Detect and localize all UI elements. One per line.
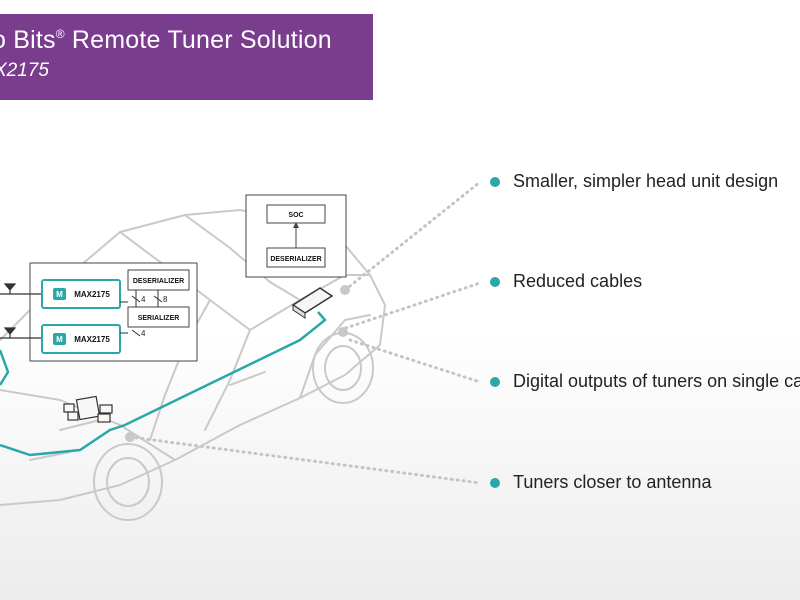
title-banner: o Bits® Remote Tuner Solution X2175 xyxy=(0,14,373,100)
max2175-chip-2 xyxy=(41,324,121,354)
bus-width-b: 8 xyxy=(163,295,168,304)
soc-label: SOC xyxy=(288,212,303,219)
leader-dot xyxy=(340,285,350,295)
title-text-main: o Bits xyxy=(0,26,56,54)
chip2-label: MAX2175 xyxy=(74,335,110,344)
slide-subtitle: X2175 xyxy=(0,60,49,81)
bullet-dot-icon xyxy=(490,477,500,488)
leader-lines xyxy=(128,180,482,485)
slide-title: o Bits® Remote Tuner Solution xyxy=(0,26,332,55)
maxim-logo-icon xyxy=(53,288,66,300)
tuner-module-block: M MAX2175 M MAX2175 DESERIALIZER SERIALI… xyxy=(0,262,198,362)
benefit-text: Reduced cables xyxy=(513,271,643,291)
deserializer-label: DESERIALIZER xyxy=(270,256,321,263)
bus-width-c: 4 xyxy=(141,329,146,338)
bus-width-a: 4 xyxy=(141,295,146,304)
bullet-dot-icon xyxy=(490,276,500,287)
tuner-module-device xyxy=(63,395,113,423)
bullet-dot-icon xyxy=(490,176,500,187)
svg-text:M: M xyxy=(56,335,63,344)
leader-dot xyxy=(125,432,135,442)
benefit-item: Reduced cables xyxy=(490,271,642,292)
head-unit-block: SOC DESERIALIZER xyxy=(245,194,347,278)
benefit-text: Tuners closer to antenna xyxy=(513,472,712,492)
serializer-label: SERIALIZER xyxy=(138,315,180,322)
svg-text:M: M xyxy=(56,290,63,299)
head-unit-device xyxy=(291,287,334,319)
deserializer-block xyxy=(266,247,326,268)
benefit-item: Digital outputs of tuners on single cabl… xyxy=(490,371,800,392)
title-text-rest: Remote Tuner Solution xyxy=(64,26,332,54)
registered-mark: ® xyxy=(55,27,65,41)
benefit-item: Tuners closer to antenna xyxy=(490,472,711,493)
bullet-dot-icon xyxy=(490,376,500,387)
benefit-text: Digital outputs of tuners on single cabl… xyxy=(513,371,800,391)
chip1-label: MAX2175 xyxy=(74,290,110,299)
cable-segment xyxy=(0,349,10,386)
benefit-text: Smaller, simpler head unit design xyxy=(513,171,779,191)
leader-dot xyxy=(338,327,348,337)
max2175-chip-1 xyxy=(41,279,121,309)
benefit-item: Smaller, simpler head unit design xyxy=(490,171,778,192)
module-deserializer-label: DESERIALIZER xyxy=(133,278,184,285)
maxim-logo-icon xyxy=(53,333,66,345)
tuner-cable xyxy=(0,311,327,457)
